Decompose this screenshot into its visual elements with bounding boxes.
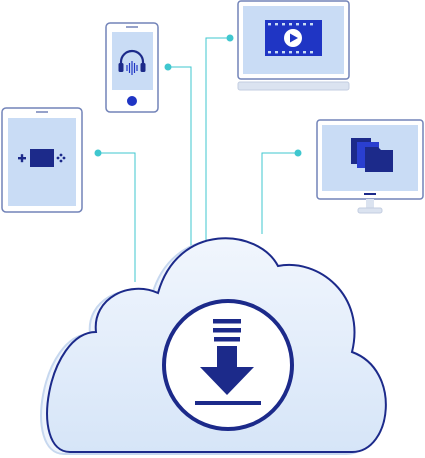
- laptop-device: [237, 0, 350, 91]
- video-play-icon: [265, 20, 322, 56]
- connector-dot-phone: [164, 63, 172, 71]
- connector-tablet: [98, 152, 136, 282]
- folder-files-icon: [351, 138, 393, 172]
- monitor-stand-base: [357, 207, 383, 214]
- monitor-stand-neck: [366, 199, 374, 208]
- gamepad-icon: [18, 149, 66, 167]
- download-arrow-icon: [162, 299, 294, 431]
- phone-home-button: [127, 96, 137, 106]
- connector-dot-laptop: [226, 34, 234, 42]
- connector-phone: [168, 66, 192, 260]
- connector-dot-monitor: [294, 149, 302, 157]
- headphones-audio-icon: [118, 49, 146, 75]
- connector-monitor: [261, 152, 298, 234]
- laptop-base: [237, 81, 350, 91]
- connector-dots: [94, 34, 302, 157]
- connector-laptop: [205, 37, 230, 246]
- phone-device: [105, 22, 159, 113]
- connector-dot-tablet: [94, 149, 102, 157]
- connector-lines: [98, 37, 298, 282]
- monitor-power-indicator: [364, 193, 376, 195]
- tablet-device: [1, 107, 83, 213]
- monitor-device: [316, 119, 424, 214]
